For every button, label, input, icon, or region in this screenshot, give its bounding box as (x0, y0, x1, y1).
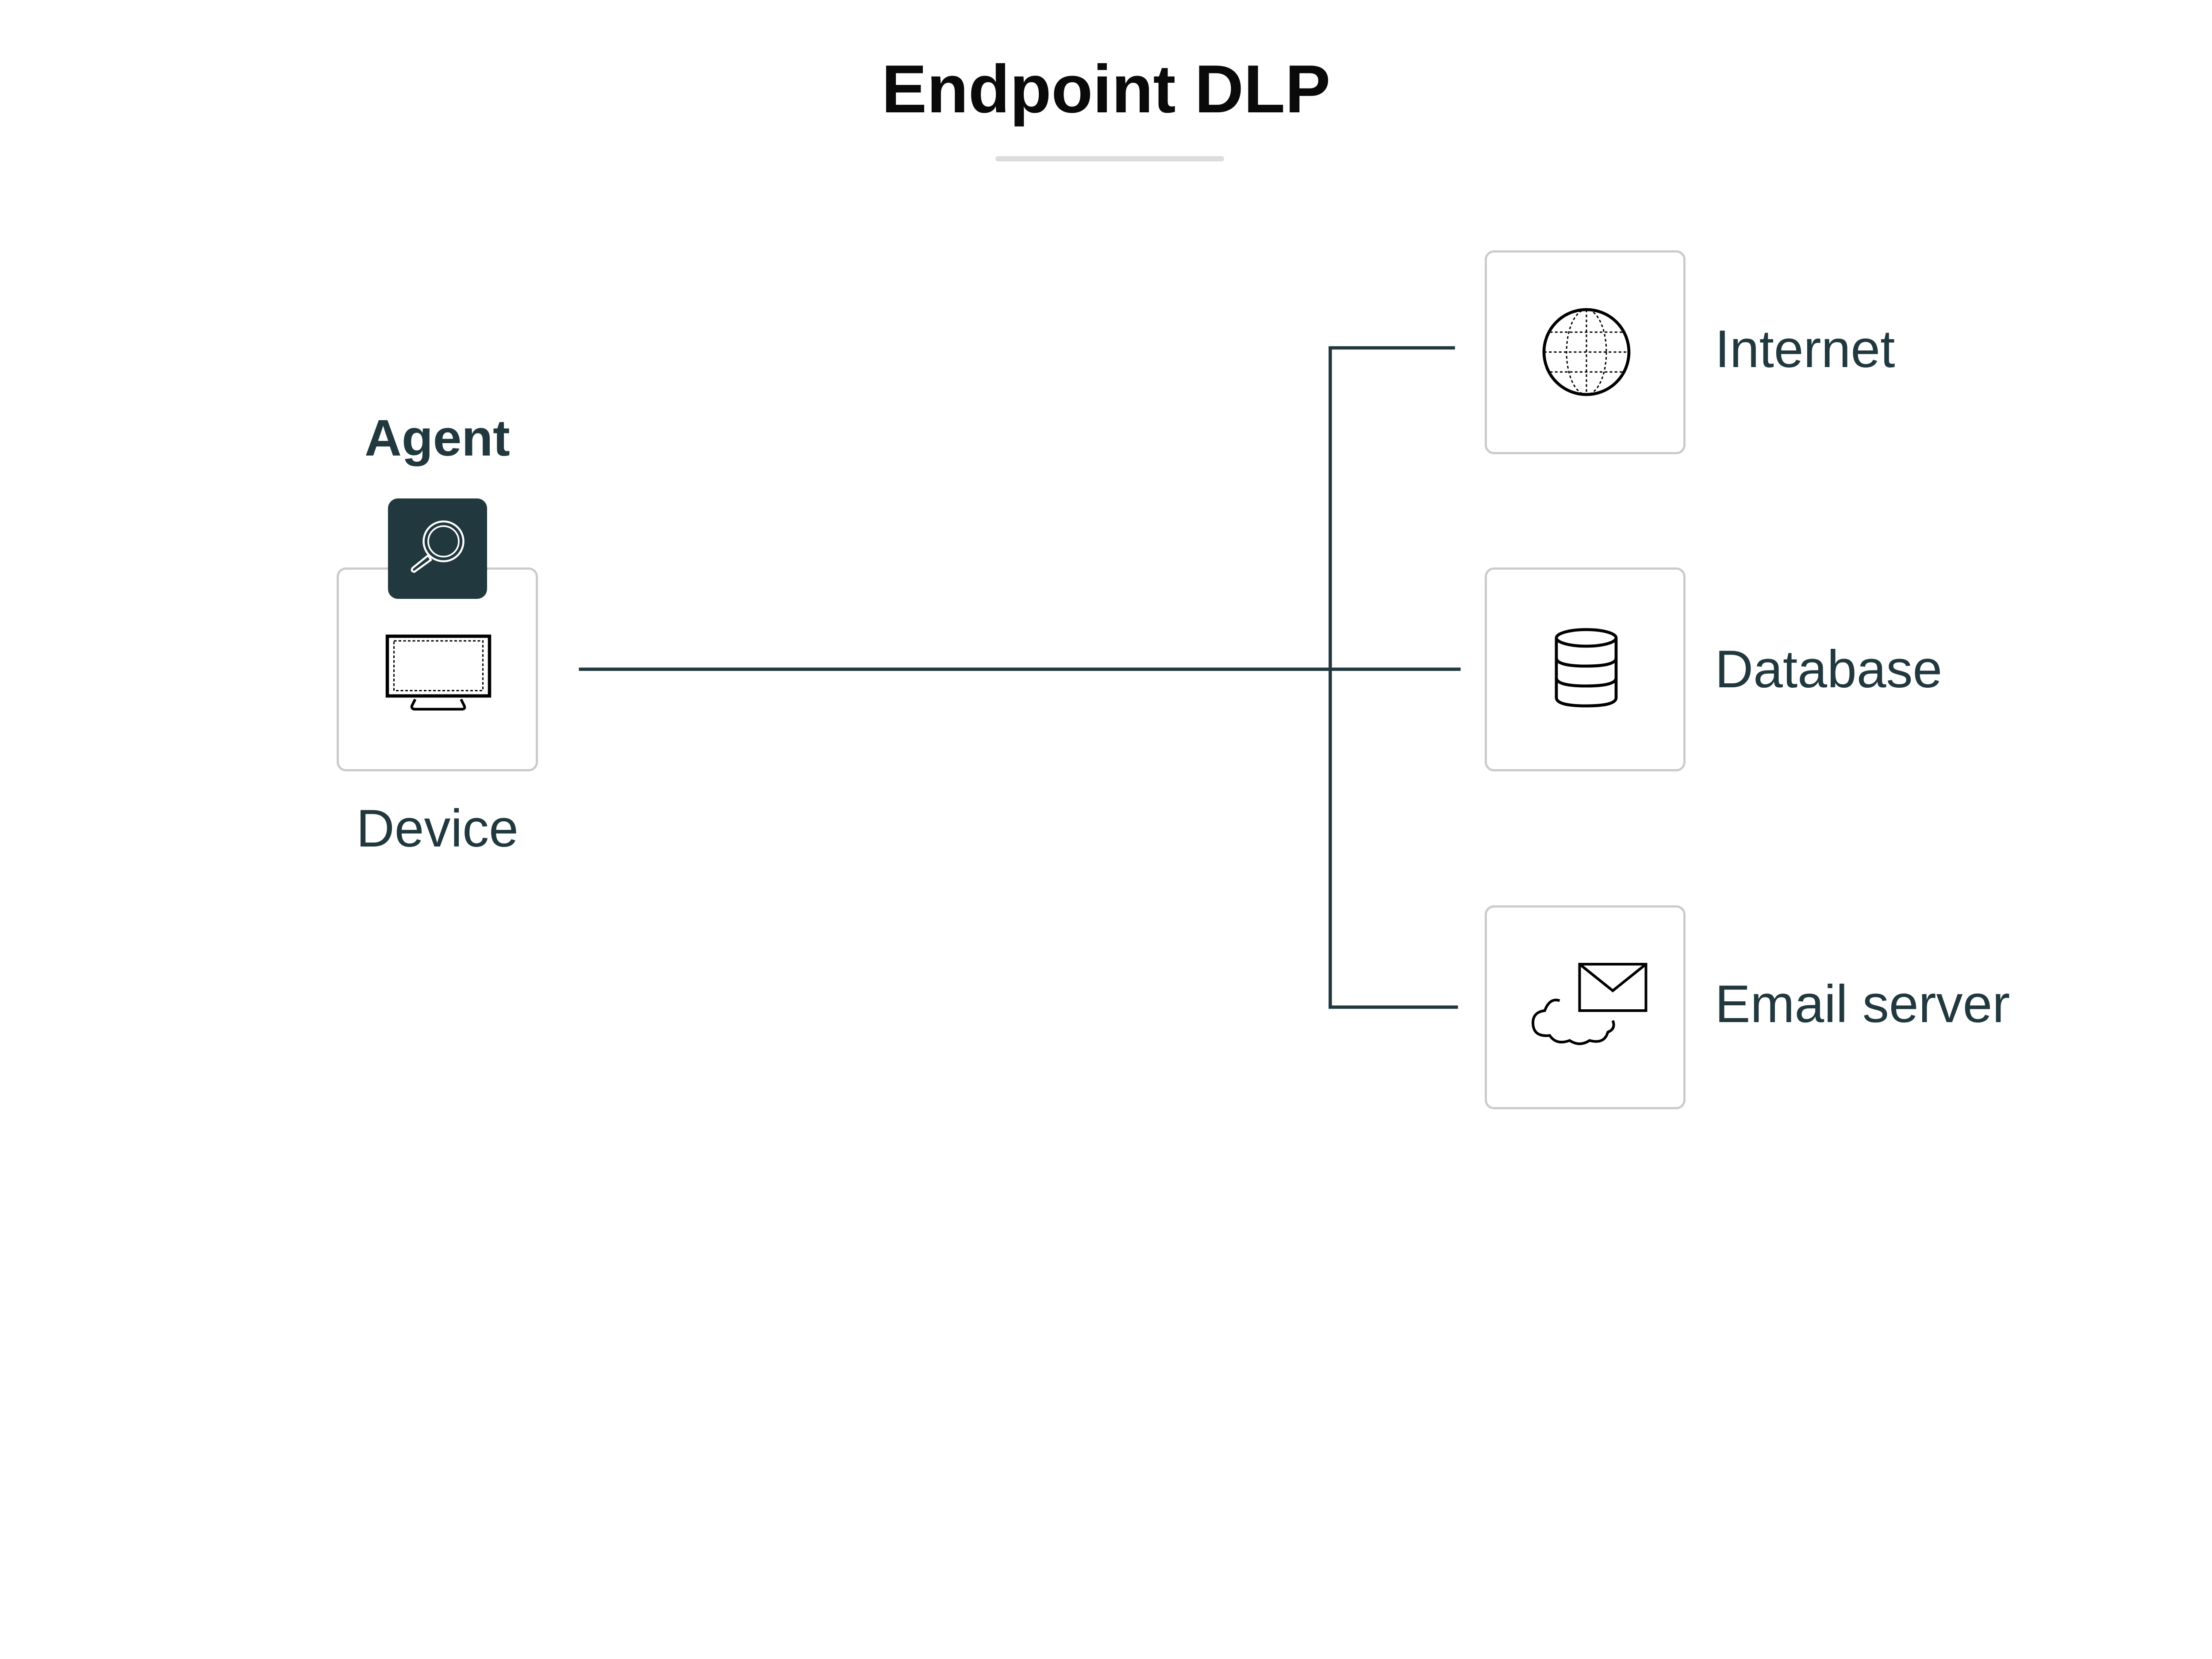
page-title: Endpoint DLP (881, 50, 1331, 127)
database-icon (1555, 628, 1618, 707)
email-server-label: Email server (1715, 974, 2010, 1034)
device-node (337, 567, 538, 771)
globe-icon (1542, 308, 1630, 396)
title-underline (995, 156, 1224, 161)
agent-node (388, 498, 487, 599)
internet-node (1484, 250, 1686, 454)
database-node (1484, 567, 1686, 771)
internet-label: Internet (1715, 319, 1895, 379)
monitor-icon (385, 634, 492, 711)
agent-label: Agent (365, 409, 510, 467)
database-label: Database (1715, 639, 1943, 699)
cloud-email-icon (1532, 962, 1647, 1045)
email-server-node (1484, 905, 1686, 1109)
device-label: Device (356, 798, 518, 858)
connector-lines (579, 346, 1461, 1009)
magnifier-icon (411, 520, 465, 573)
